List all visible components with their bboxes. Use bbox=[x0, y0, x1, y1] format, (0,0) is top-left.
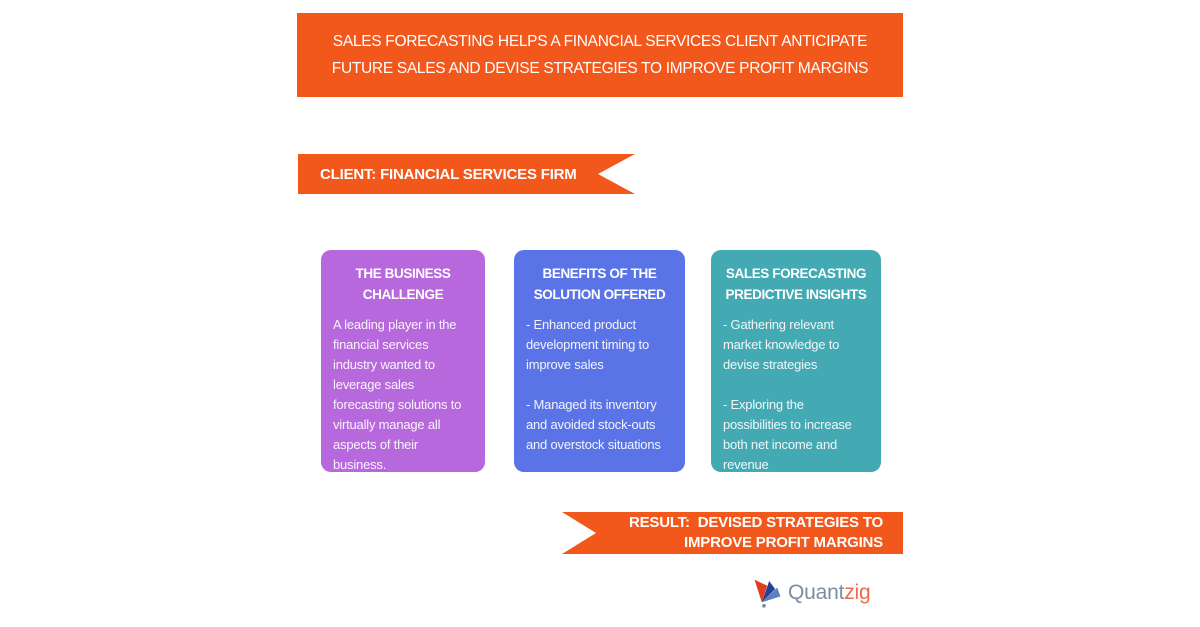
page-title-line-2: FUTURE SALES AND DEVISE STRATEGIES TO IM… bbox=[331, 60, 869, 77]
card-body-paragraph: - Managed its inventory and avoided stoc… bbox=[526, 397, 661, 452]
result-ribbon: RESULT: DEVISED STRATEGIES TO IMPROVE PR… bbox=[562, 512, 903, 554]
card-business-challenge: THE BUSINESS CHALLENGE A leading player … bbox=[321, 250, 485, 472]
card-solution-benefits: BENEFITS OF THE SOLUTION OFFERED - Enhan… bbox=[514, 250, 685, 472]
card-title-line-1: THE BUSINESS bbox=[355, 266, 451, 281]
card-title-line-1: SALES FORECASTING bbox=[725, 266, 867, 281]
title-banner: SALES FORECASTING HELPS A FINANCIAL SERV… bbox=[297, 13, 903, 97]
result-ribbon-line-1: RESULT: DEVISED STRATEGIES TO bbox=[628, 514, 883, 531]
page-title-line-1: SALES FORECASTING HELPS A FINANCIAL SERV… bbox=[332, 33, 868, 50]
quantzig-logo-icon bbox=[754, 579, 781, 608]
card-title: THE BUSINESS CHALLENGE bbox=[333, 263, 473, 305]
card-predictive-insights: SALES FORECASTING PREDICTIVE INSIGHTS - … bbox=[711, 250, 881, 472]
logo-text-quant: Quant bbox=[788, 581, 845, 604]
result-ribbon-line-2: IMPROVE PROFIT MARGINS bbox=[684, 534, 883, 551]
card-title: SALES FORECASTING PREDICTIVE INSIGHTS bbox=[723, 263, 869, 305]
card-title: BENEFITS OF THE SOLUTION OFFERED bbox=[526, 263, 673, 305]
card-body-paragraph: A leading player in the financial servic… bbox=[333, 317, 462, 472]
card-body-paragraph: - Enhanced product development timing to… bbox=[526, 317, 649, 372]
logo-text-zig: zig bbox=[844, 581, 871, 604]
client-ribbon: CLIENT: FINANCIAL SERVICES FIRM bbox=[298, 154, 635, 194]
card-title-line-2: PREDICTIVE INSIGHTS bbox=[725, 287, 867, 302]
card-title-line-1: BENEFITS OF THE bbox=[542, 266, 657, 281]
card-body-paragraph: - Exploring the possibilities to increas… bbox=[723, 397, 852, 472]
card-title-line-2: CHALLENGE bbox=[362, 287, 444, 302]
card-body-paragraph: - Gathering relevant market knowledge to… bbox=[723, 317, 840, 372]
card-title-line-2: SOLUTION OFFERED bbox=[533, 287, 666, 302]
client-ribbon-label: CLIENT: FINANCIAL SERVICES FIRM bbox=[320, 165, 577, 183]
